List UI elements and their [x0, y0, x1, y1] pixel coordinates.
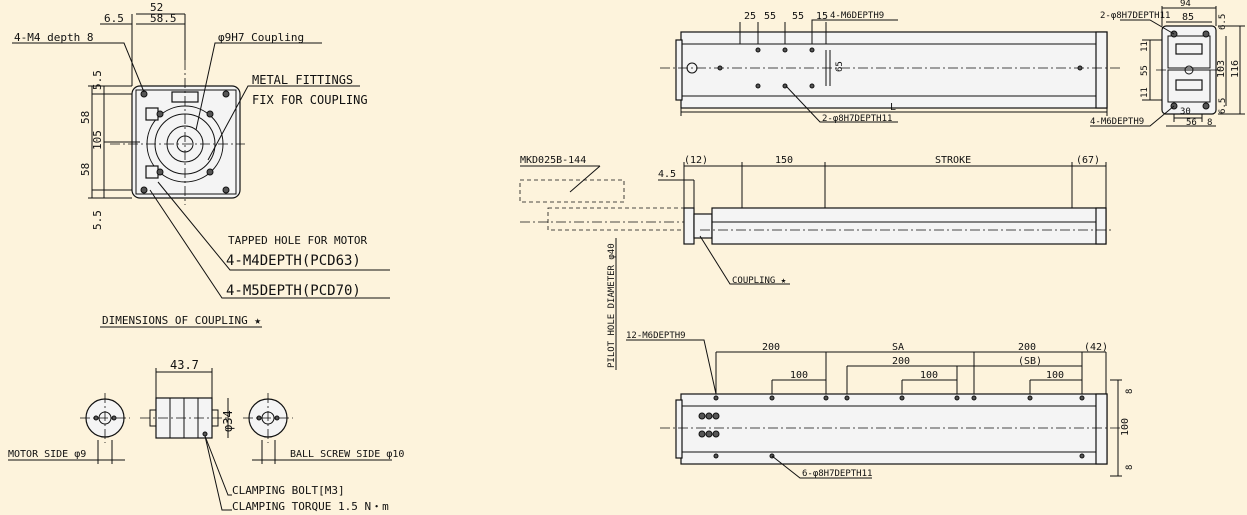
end-dim-56: 56 — [1186, 118, 1197, 128]
top-dim-55b: 55 — [792, 11, 804, 22]
bottom-dim-100-vert: 100 — [1120, 418, 1131, 436]
coupling-flange-view: 52 6.5 58.5 4-M4 depth 8 φ9H7 Coupling 5… — [12, 1, 390, 328]
end-dim-85: 85 — [1182, 12, 1194, 23]
bottom-dim-8-bottom: 8 — [1125, 465, 1135, 470]
motor-model-label: MKD025B-144 — [520, 155, 586, 166]
dimensions-of-coupling-title: DIMENSIONS OF COUPLING ★ — [102, 314, 261, 327]
m4-pcd63-label: 4-M4DEPTH(PCD63) — [226, 253, 361, 269]
bottom-m6-label: 12-M6DEPTH9 — [626, 331, 686, 341]
bottom-dim-200c: 200 — [1018, 342, 1036, 353]
coupling-star-label: COUPLING ★ — [732, 276, 787, 286]
end-dim-55: 55 — [1140, 65, 1150, 76]
bottom-dim-200a: 200 — [762, 342, 780, 353]
side-dim-4-5: 4.5 — [658, 169, 676, 180]
tap-m4-label: 4-M4 depth 8 — [14, 31, 93, 44]
top-m6-label: 4-M6DEPTH9 — [830, 11, 884, 21]
clamping-torque-label: CLAMPING TORQUE 1.5 N・m — [232, 500, 389, 513]
top-dim-55a: 55 — [764, 11, 776, 22]
end-dim-11-top: 11 — [1140, 41, 1150, 52]
end-dim-6-5-bottom: 6.5 — [1218, 98, 1228, 114]
top-view: 25 55 55 15 4-M6DEPTH9 65 L 2-φ8H7DEPTH1… — [660, 11, 1120, 124]
end-view: 94 85 2-φ8H7DEPTH11 6.5 11 55 11 103 116… — [1090, 0, 1245, 128]
motor-side-label: MOTOR SIDE φ9 — [8, 449, 86, 460]
end-dim-94: 94 — [1180, 0, 1191, 9]
side-dim-12: (12) — [684, 155, 708, 166]
dim-105: 105 — [91, 130, 104, 150]
dim-58-bottom: 58 — [79, 163, 92, 176]
dim-6-5: 6.5 — [104, 12, 124, 25]
bottom-dim-100a: 100 — [790, 370, 808, 381]
dim-52: 52 — [150, 1, 163, 14]
dim-5-5-top: 5.5 — [91, 70, 104, 90]
dim-43-7: 43.7 — [170, 358, 199, 372]
end-phi8-label: 2-φ8H7DEPTH11 — [1100, 11, 1170, 21]
bottom-phi8-label: 6-φ8H7DEPTH11 — [802, 469, 872, 479]
dim-58-top: 58 — [79, 111, 92, 124]
coupling-phi9-label: φ9H7 Coupling — [218, 31, 304, 44]
end-dim-116: 116 — [1230, 60, 1241, 78]
clamping-bolt-label: CLAMPING BOLT[M3] — [232, 484, 345, 497]
coupling-detail-view: 43.7 φ34 MOTOR SIDE φ9 BALL SCREW SIDE φ… — [8, 358, 404, 513]
top-dim-15: 15 — [816, 11, 828, 22]
dim-phi34: φ34 — [221, 410, 235, 432]
fix-coupling-label: FIX FOR COUPLING — [252, 93, 368, 107]
top-dim-25: 25 — [744, 11, 756, 22]
pilot-hole-label: PILOT HOLE DIAMETER φ40 — [607, 243, 617, 368]
bottom-dim-200b: 200 — [892, 356, 910, 367]
side-dim-67: (67) — [1076, 155, 1100, 166]
end-dim-6-5-top: 6.5 — [1218, 14, 1228, 30]
bottom-dim-sa: SA — [892, 342, 904, 353]
bottom-view: 12-M6DEPTH9 200 SA 200 200 (SB) (42) 100… — [626, 331, 1135, 479]
side-stroke: STROKE — [935, 155, 971, 166]
dim-5-5-bottom: 5.5 — [91, 210, 104, 230]
tapped-hole-label: TAPPED HOLE FOR MOTOR — [228, 234, 367, 247]
side-dim-150: 150 — [775, 155, 793, 166]
bottom-dim-100c: 100 — [1046, 370, 1064, 381]
top-phi8-label: 2-φ8H7DEPTH11 — [822, 114, 892, 124]
end-dim-30: 30 — [1180, 107, 1191, 117]
dim-58-5: 58.5 — [150, 12, 177, 25]
end-dim-8: 8 — [1207, 118, 1212, 128]
bottom-dim-100b: 100 — [920, 370, 938, 381]
bottom-dim-sb: (SB) — [1018, 356, 1042, 367]
top-dim-65: 65 — [835, 61, 845, 72]
end-dim-103: 103 — [1216, 60, 1227, 78]
side-view: MKD025B-144 (12) 4.5 150 STROKE (67) PIL… — [519, 155, 1112, 370]
bottom-dim-42: (42) — [1084, 342, 1108, 353]
m5-pcd70-label: 4-M5DEPTH(PCD70) — [226, 283, 361, 299]
end-m6-label: 4-M6DEPTH9 — [1090, 117, 1144, 127]
end-dim-11-bottom: 11 — [1140, 87, 1150, 98]
ball-screw-side-label: BALL SCREW SIDE φ10 — [290, 449, 404, 460]
top-dim-l: L — [890, 102, 896, 113]
metal-fittings-label: METAL FITTINGS — [252, 73, 353, 87]
bottom-dim-8-top: 8 — [1125, 389, 1135, 394]
